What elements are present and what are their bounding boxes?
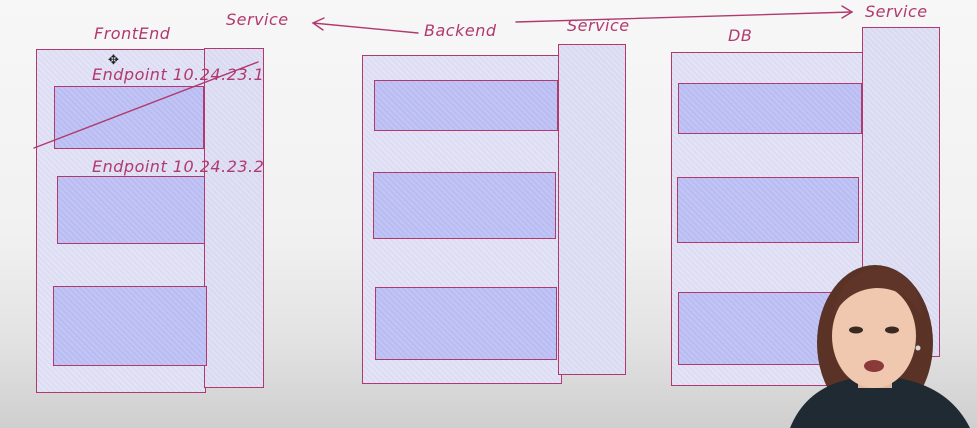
arrow-frontend-backend: [312, 22, 419, 34]
frontend-pod-1: [54, 86, 204, 149]
db-pod-2: [677, 177, 859, 243]
db-label: DB: [728, 26, 753, 45]
presenter-webcam: [780, 248, 977, 428]
presenter-illustration: [790, 265, 970, 428]
endpoint-2-label: Endpoint 10.24.23.2: [92, 157, 265, 176]
endpoint-1-strike: [33, 61, 259, 149]
arrow-backend-db: [515, 11, 853, 23]
backend-service-box: [558, 44, 626, 375]
backend-service-label: Service: [567, 16, 630, 35]
frontend-pod-3: [53, 286, 207, 366]
move-cursor-icon: ✥: [108, 53, 119, 68]
backend-pod-1: [374, 80, 558, 131]
frontend-service-box: [204, 48, 264, 388]
backend-label: Backend: [424, 21, 497, 40]
endpoint-1-label: Endpoint 10.24.23.1: [92, 65, 265, 84]
backend-pod-2: [373, 172, 556, 239]
frontend-pod-2: [57, 176, 205, 244]
db-service-label: Service: [865, 2, 928, 21]
arrow-frontend-backend-head: [311, 17, 325, 31]
frontend-label: FrontEnd: [94, 24, 171, 43]
arrow-backend-db-head: [841, 5, 854, 19]
frontend-service-label: Service: [226, 10, 289, 29]
db-pod-1: [678, 83, 862, 134]
backend-pod-3: [375, 287, 557, 360]
